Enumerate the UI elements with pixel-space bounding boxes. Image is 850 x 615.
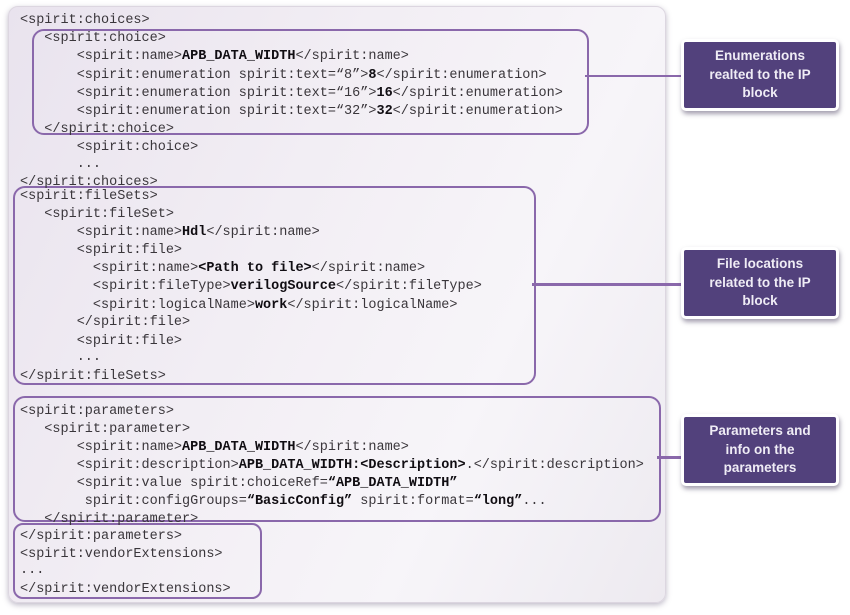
xml-code-panel <box>8 6 666 603</box>
callout-text: Parameters and <box>709 423 811 439</box>
callout-text: parameters <box>723 460 797 476</box>
highlight-box-parameters <box>13 396 661 522</box>
callout-parameters: Parameters and info on the parameters <box>681 414 839 486</box>
callout-text: File locations <box>716 256 804 272</box>
callout-text: block <box>742 293 778 309</box>
callout-text: block <box>742 85 778 101</box>
callout-file-locations: File locations related to the IP block <box>681 247 839 319</box>
callout-text: related to the IP <box>709 274 811 290</box>
connector-filesets <box>532 283 684 286</box>
highlight-box-choice <box>32 29 589 135</box>
callout-text: realted to the IP <box>709 66 811 82</box>
callout-enumerations: Enumerations realted to the IP block <box>681 39 839 111</box>
callout-text: info on the <box>725 441 795 457</box>
callout-text: Enumerations <box>714 48 806 64</box>
highlight-box-filesets <box>13 186 536 385</box>
connector-parameters <box>657 456 684 459</box>
highlight-box-vendor-extensions <box>13 523 262 599</box>
connector-enumerations <box>585 74 684 77</box>
